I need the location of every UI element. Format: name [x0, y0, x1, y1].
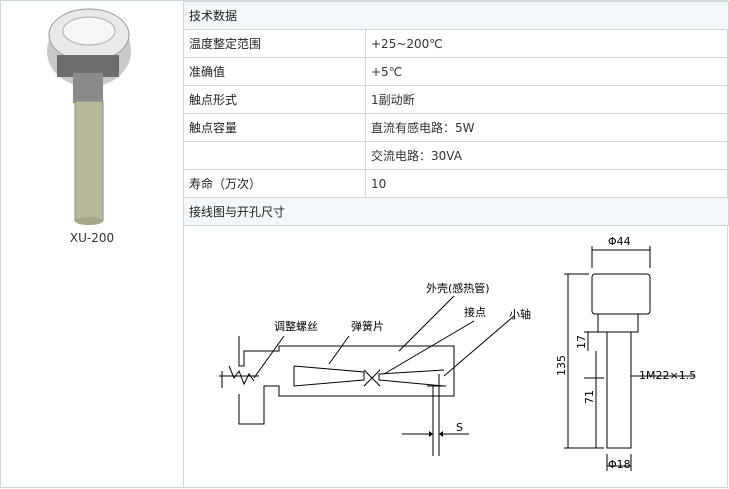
spec-row: 准确值 +5℃: [183, 57, 729, 86]
spec-label: 寿命（万次）: [183, 169, 366, 198]
dim-upper-length: 17: [575, 335, 588, 349]
spec-row: 寿命（万次） 10: [183, 169, 729, 198]
spec-row: 交流电路：30VA: [183, 141, 729, 170]
spec-value: 1副动断: [365, 85, 729, 114]
spec-row: 温度整定范围 +25~200℃: [183, 29, 729, 58]
spec-value: 10: [365, 169, 729, 198]
dim-lower-length: 71: [583, 390, 596, 404]
spec-label: 触点形式: [183, 85, 366, 114]
section-title: 技术数据: [183, 1, 729, 30]
spec-table: 技术数据 温度整定范围 +25~200℃ 准确值 +5℃ 触点形式 1副动断 触…: [183, 1, 729, 226]
spec-row: 触点容量 直流有感电路：5W: [183, 113, 729, 142]
spec-value: +25~200℃: [365, 29, 729, 58]
spec-value: +5℃: [365, 57, 729, 86]
dim-total-length: 135: [555, 355, 568, 376]
model-name: XU-200: [69, 231, 115, 245]
label-screw: 调整螺丝: [274, 319, 318, 333]
spec-value: 直流有感电路：5W: [365, 113, 729, 142]
spec-label: 触点容量: [183, 113, 366, 142]
section-title-row: 技术数据: [183, 1, 729, 30]
spec-label: 温度整定范围: [183, 29, 366, 58]
dim-bottom-dia: Φ18: [608, 458, 631, 471]
dim-top-width: Φ44: [608, 235, 631, 248]
spec-row: 触点形式 1副动断: [183, 85, 729, 114]
spec-value: 交流电路：30VA: [365, 141, 729, 170]
product-cell: XU-200: [1, 1, 184, 487]
product-photo: [47, 8, 131, 225]
label-spring: 弹簧片: [351, 319, 384, 333]
dim-thread: 1M22×1.5: [639, 369, 696, 382]
diagram-title-row: 接线图与开孔尺寸: [183, 197, 729, 226]
label-axis: 小轴: [509, 307, 531, 321]
spec-label: 准确值: [183, 57, 366, 86]
spec-label: [183, 141, 366, 170]
label-shell: 外壳(感热管): [426, 281, 490, 295]
wiring-and-dimension-diagram: 外壳(感热管) 调整螺丝 弹簧片 接点 小轴 S Φ44 1M22×1.5: [219, 235, 696, 471]
label-contact: 接点: [464, 306, 486, 319]
diagram-title: 接线图与开孔尺寸: [183, 197, 729, 226]
label-gap: S: [456, 421, 463, 434]
